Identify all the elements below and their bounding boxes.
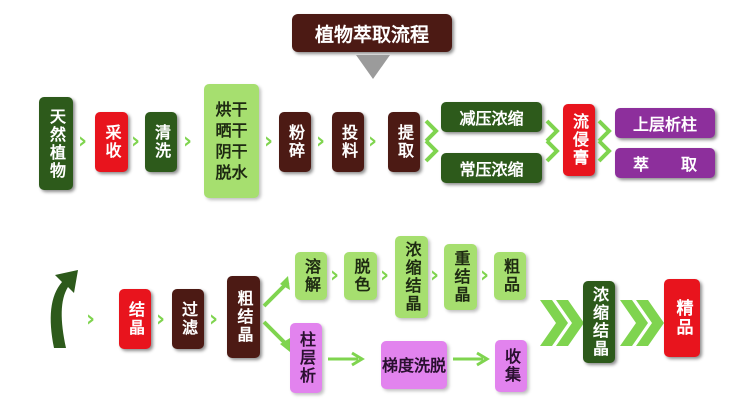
arrow-icon: › [380,263,390,288]
node-drying-methods: 烘干 晒干 阴干 脱水 [204,84,259,198]
node-upper-column: 上层析柱 [615,108,715,138]
drying-method-dehydrate: 脱水 [215,163,248,182]
node-feed: 投料 [332,112,364,172]
node-vacuum-concentrate: 减压浓缩 [441,102,542,132]
drying-method-sun: 晒干 [215,121,248,140]
long-arrow-icon [453,351,490,367]
long-arrow-icon [328,351,365,367]
arrow-icon: › [78,129,88,154]
arrow-icon: › [430,263,440,288]
double-chevron-icon [540,300,584,346]
node-extraction: 萃 取 [615,148,715,178]
node-extract: 提取 [388,112,420,172]
arrow-icon: › [316,129,326,154]
page-title: 植物萃取流程 [292,14,452,52]
node-extract-paste: 流侵膏 [563,104,595,176]
arrow-icon: › [368,129,378,154]
node-gradient-elution: 梯度洗脱 [381,341,447,389]
drying-method-shade: 阴干 [215,142,248,161]
arrow-icon: › [264,129,274,154]
branch-arrows-icon [262,276,290,352]
node-concentrate-crystal: 浓缩结晶 [395,236,428,318]
node-crude-crystal: 粗结晶 [227,276,260,358]
node-collect: 收集 [495,340,527,392]
arrow-icon: › [480,263,490,288]
node-harvest: 采收 [95,112,128,172]
node-filter: 过滤 [172,289,204,349]
node-wash: 清洗 [145,112,177,172]
node-natural-plant: 天然植物 [39,97,73,190]
curved-return-arrow-icon [50,270,78,348]
merge-chevron-icon [545,119,560,163]
branch-chevron-icon [597,119,612,163]
arrow-icon: › [156,307,166,332]
branch-chevron-icon [424,119,439,163]
node-crystal: 结晶 [119,289,151,349]
node-crude-product: 粗品 [494,252,526,300]
arrow-icon: › [183,129,193,154]
node-recrystal: 重结晶 [444,244,477,310]
drying-method-bake: 烘干 [215,100,248,119]
arrow-icon: › [86,307,96,332]
node-final-concentrate-crystal: 浓缩结晶 [583,281,615,363]
node-fine-product: 精品 [664,279,700,357]
title-pointer-icon [356,55,390,79]
arrow-icon: › [131,129,141,154]
node-dissolve: 溶解 [295,252,327,300]
node-column: 柱层析 [290,323,322,393]
node-decolor: 脱色 [344,252,377,300]
node-normal-concentrate: 常压浓缩 [441,153,542,183]
arrow-icon: › [209,307,219,332]
double-chevron-icon [620,300,664,346]
node-crush: 粉碎 [279,112,311,172]
arrow-icon: › [330,263,340,288]
